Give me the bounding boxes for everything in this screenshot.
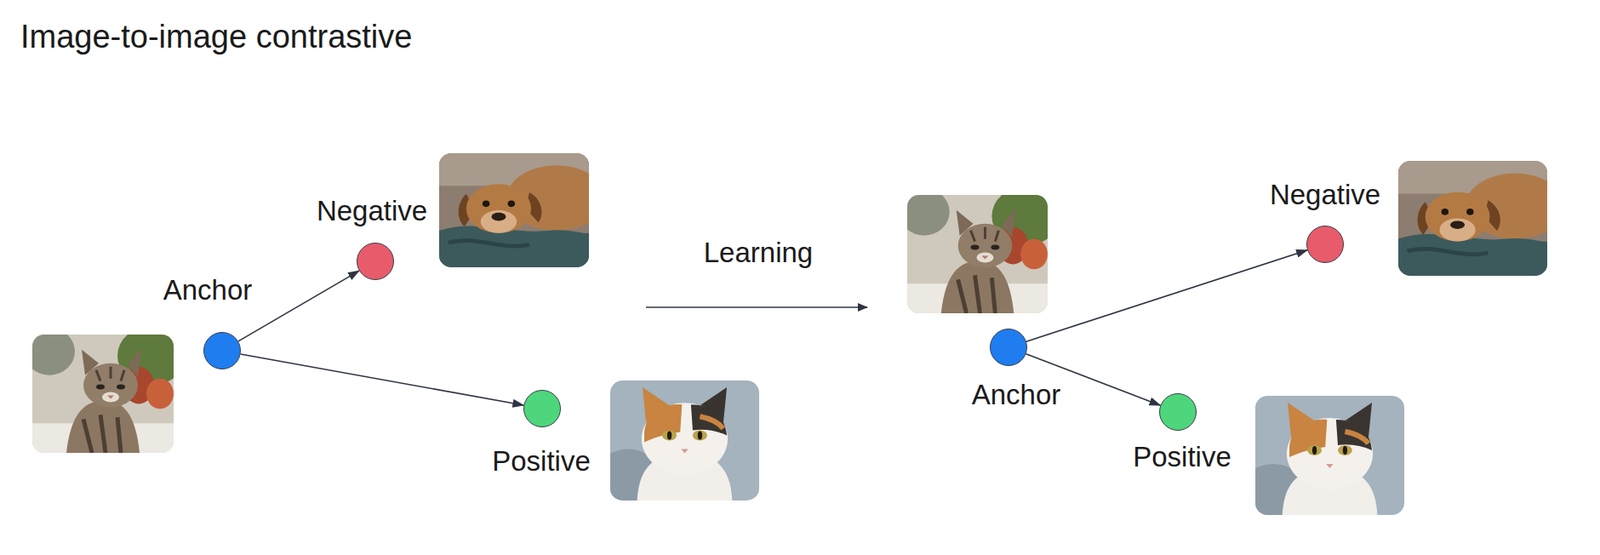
point-label: Positive	[491, 445, 591, 478]
point-label: Anchor	[163, 274, 253, 307]
dog-photo	[439, 153, 606, 268]
negative-point: Negative	[1306, 225, 1344, 263]
embedding-arrow	[238, 270, 360, 342]
negative-point: Negative	[356, 242, 395, 280]
point-label: Positive	[1132, 440, 1232, 474]
point-label: Negative	[1269, 178, 1381, 212]
anchor-point: Anchor	[989, 328, 1028, 366]
kitten-photo	[23, 325, 186, 453]
kitten-photo	[898, 186, 1060, 314]
learning-arrow	[645, 306, 868, 309]
step-label: Learning	[703, 236, 813, 269]
point-label: Anchor	[971, 378, 1062, 412]
point-label: Negative	[316, 194, 428, 228]
calico-photo	[592, 380, 760, 518]
anchor-point: Anchor	[203, 331, 241, 370]
positive-point: Positive	[1159, 393, 1197, 431]
embedding-arrow	[240, 354, 525, 406]
diagram-title: Image-to-image contrastive	[20, 18, 412, 56]
embedding-arrow	[1026, 250, 1308, 342]
calico-photo	[1237, 395, 1405, 532]
positive-point: Positive	[523, 389, 561, 428]
dog-photo	[1398, 160, 1565, 276]
